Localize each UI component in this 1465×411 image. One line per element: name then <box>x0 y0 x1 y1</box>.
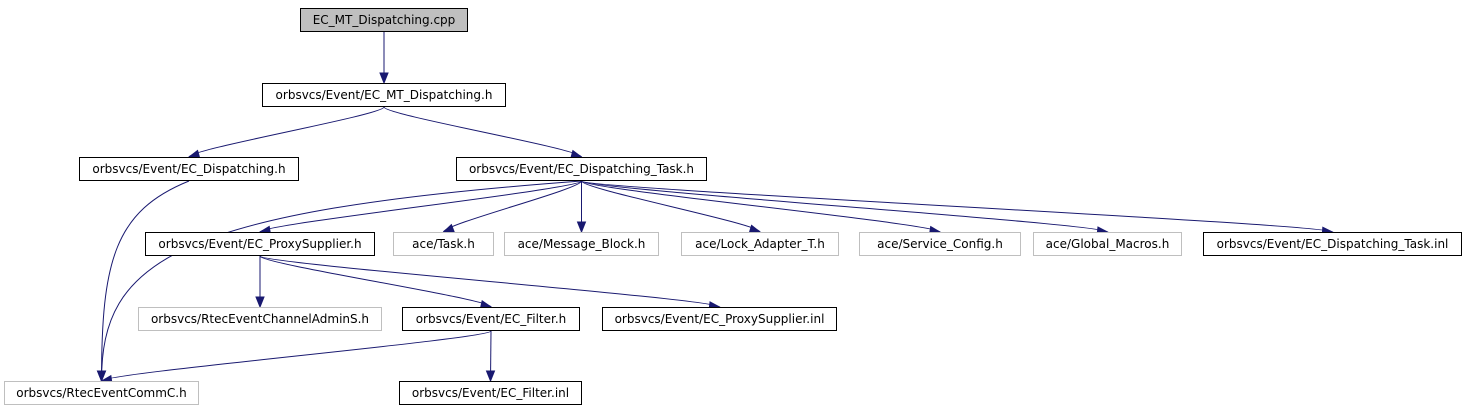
node-global-macros-h[interactable]: ace/Global_Macros.h <box>1033 232 1182 256</box>
node-rtec-admin-s-h[interactable]: orbsvcs/RtecEventChannelAdminS.h <box>138 307 382 331</box>
node-dispatching-task-inl[interactable]: orbsvcs/Event/EC_Dispatching_Task.inl <box>1203 232 1462 256</box>
node-task-h[interactable]: ace/Task.h <box>393 232 494 256</box>
node-lock-adapter-h[interactable]: ace/Lock_Adapter_T.h <box>681 232 839 256</box>
edge-dispatching_task_h-to-proxy_supplier_h <box>258 180 582 235</box>
node-dispatching-task-h[interactable]: orbsvcs/Event/EC_Dispatching_Task.h <box>456 157 707 181</box>
node-filter-inl[interactable]: orbsvcs/Event/EC_Filter.inl <box>399 381 582 405</box>
edge-proxy_supplier_h-to-filter_h <box>259 255 493 310</box>
node-root[interactable]: EC_MT_Dispatching.cpp <box>300 8 468 32</box>
edge-filter_h-to-filter_inl <box>485 330 496 383</box>
edge-root-to-mt_dispatching_h <box>379 31 389 85</box>
node-message-block-h[interactable]: ace/Message_Block.h <box>504 232 659 256</box>
edge-dispatching_h-to-rtec_comm_c_h <box>96 180 190 383</box>
node-proxy-supplier-inl[interactable]: orbsvcs/Event/EC_ProxySupplier.inl <box>602 307 837 331</box>
node-proxy-supplier-h[interactable]: orbsvcs/Event/EC_ProxySupplier.h <box>145 232 375 256</box>
edge-mt_dispatching_h-to-dispatching_task_h <box>383 106 583 159</box>
edge-proxy_supplier_h-to-proxy_supplier_inl <box>259 255 721 311</box>
edge-dispatching_task_h-to-dispatching_task_inl <box>581 180 1334 236</box>
node-rtec-comm-c-h[interactable]: orbsvcs/RtecEventCommC.h <box>4 381 199 405</box>
edge-mt_dispatching_h-to-dispatching_h <box>187 106 385 159</box>
edge-proxy_supplier_h-to-rtec_admin_s_h <box>255 256 265 309</box>
node-filter-h[interactable]: orbsvcs/Event/EC_Filter.h <box>402 307 580 331</box>
edge-dispatching_task_h-to-task_h <box>442 180 582 233</box>
edge-dispatching_task_h-to-service_config_h <box>581 180 942 236</box>
edge-dispatching_task_h-to-message_block_h <box>576 181 587 234</box>
node-mt-dispatching-h[interactable]: orbsvcs/Event/EC_MT_Dispatching.h <box>262 83 506 107</box>
edge-filter_h-to-rtec_comm_c_h <box>100 330 492 385</box>
node-dispatching-h[interactable]: orbsvcs/Event/EC_Dispatching.h <box>79 157 299 181</box>
node-service-config-h[interactable]: ace/Service_Config.h <box>859 232 1021 256</box>
